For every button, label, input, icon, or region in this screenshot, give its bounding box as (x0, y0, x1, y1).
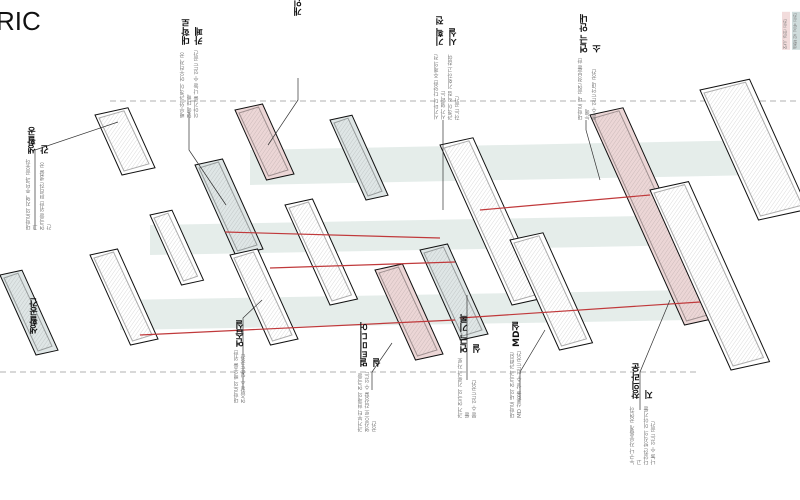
room-name: 개인 연습실 (292, 0, 305, 16)
plan-interior (98, 110, 150, 172)
room-label: 생활공간 (28, 298, 41, 408)
plan-interior (238, 106, 289, 177)
room-name: 생활공간 (28, 127, 51, 155)
plan-interior (423, 246, 483, 337)
room-name: 창의라운지 (632, 363, 655, 400)
room-name: 연극 기록실 (460, 314, 483, 354)
plan-interior (198, 161, 258, 252)
plan-interior (288, 201, 353, 302)
plan-interior (153, 212, 199, 282)
plan-interior (233, 251, 293, 342)
plan-interior (703, 81, 800, 217)
room-name: 대학로 카페 (182, 18, 205, 46)
legend-item: 연극 관련 공간 (782, 12, 790, 50)
plan-interior (513, 235, 588, 347)
level-lines (0, 100, 800, 373)
legend-item: 생활 및 교류 공간 (792, 12, 800, 50)
room-name: 기획 전시실 (436, 15, 459, 46)
floor-plan-blocks (0, 78, 800, 371)
room-name: MD실 (512, 322, 522, 348)
plan-interior (378, 266, 438, 357)
room-name: 멀티미디어실 (360, 322, 383, 368)
leader-lines (34, 78, 671, 410)
circulation-links (139, 194, 701, 336)
room-label: 개인 연습실 (292, 0, 305, 78)
room-name: 연습실 (236, 320, 246, 347)
plan-interior (333, 117, 383, 197)
drawing-title: RIC (0, 6, 41, 36)
room-name: 연극 안내소 (580, 13, 603, 53)
room-name: 생활공간 (30, 298, 40, 334)
legend: 연극 관련 공간 생활 및 교류 공간 (782, 12, 800, 50)
plan-interior (3, 272, 53, 352)
plan-interior (653, 184, 765, 367)
